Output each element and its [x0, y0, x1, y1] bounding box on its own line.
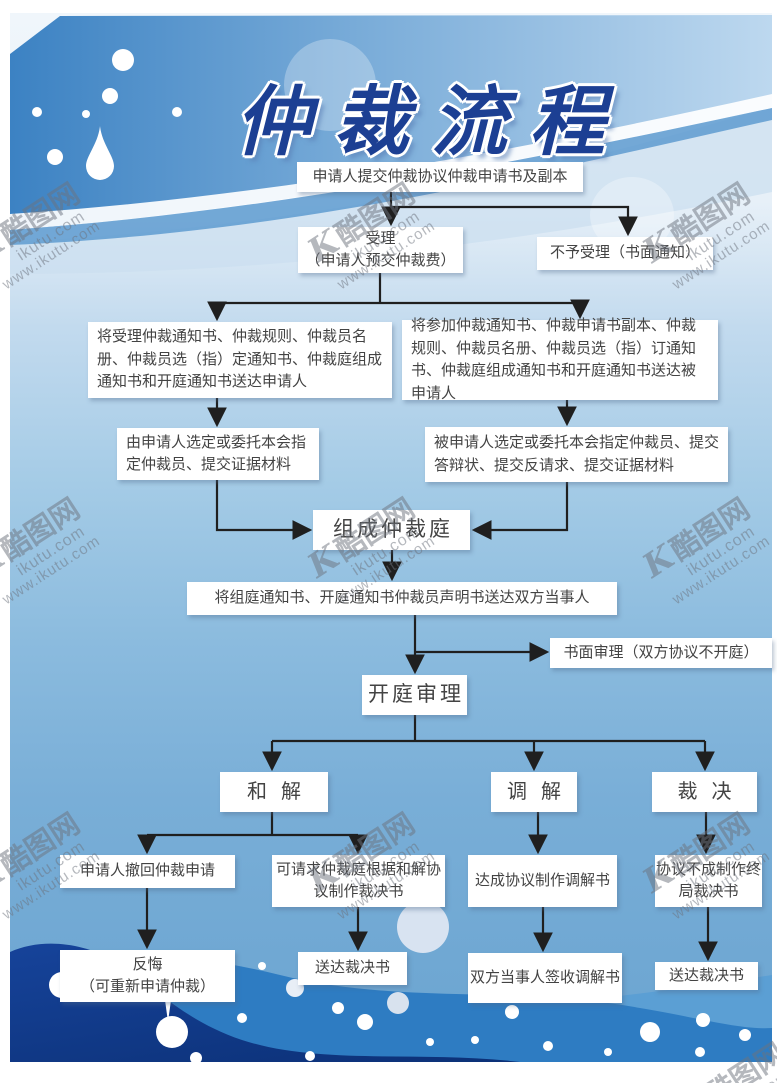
flow-node-mediate: 调解 [491, 772, 577, 812]
flow-node-submit: 申请人提交仲裁协议仲裁申请书及副本 [297, 162, 583, 192]
flow-node-written-review: 书面审理（双方协议不开庭） [550, 638, 772, 668]
flow-node-respondent-select: 被申请人选定或委托本会指定仲裁员、提交答辩状、提交反请求、提交证据材料 [425, 427, 728, 482]
flow-node-withdraw: 申请人撤回仲裁申请 [60, 855, 235, 888]
flow-node-form-tribunal: 组成仲裁庭 [313, 510, 470, 550]
flow-node-deliver-docs: 将组庭通知书、开庭通知书仲裁员声明书送达双方当事人 [187, 582, 617, 615]
flow-node-accept: 受理 （申请人预交仲裁费） [298, 227, 463, 273]
watermark-logo-icon: K [0, 222, 11, 271]
flow-node-ruling: 裁决 [652, 772, 757, 812]
flow-node-regret: 反悔 （可重新申请仲裁） [60, 950, 235, 1002]
flow-node-applicant-select: 由申请人选定或委托本会指定仲裁员、提交证据材料 [117, 428, 319, 480]
flow-node-deliver-award-2: 送达裁决书 [655, 962, 758, 990]
flow-node-deliver-award-1: 送达裁决书 [298, 952, 407, 985]
flow-node-sign-mediation: 双方当事人签收调解书 [468, 953, 622, 1003]
flow-node-notify-respondent: 将参加仲裁通知书、仲裁申请书副本、仲裁规则、仲裁员名册、仲裁员选（指）订通知书、… [402, 317, 718, 402]
watermark-logo-icon: K [0, 852, 11, 901]
poster-title: 仲裁流程 [235, 77, 627, 166]
flow-node-mediation-doc: 达成协议制作调解书 [468, 855, 617, 907]
flow-node-no-agreement: 协议不成制作终局裁决书 [655, 855, 762, 907]
watermark-logo-icon: K [0, 537, 11, 586]
flow-node-hearing: 开庭审理 [362, 675, 467, 715]
flow-node-reject: 不予受理（书面通知） [537, 237, 713, 270]
flow-node-request-award: 可请求仲裁庭根据和解协议制作裁决书 [272, 855, 445, 907]
flow-node-reconcile: 和解 [220, 772, 328, 812]
flow-node-notify-applicant: 将受理仲裁通知书、仲裁规则、仲裁员名册、仲裁员选（指）定通知书、仲裁庭组成通知书… [88, 322, 392, 398]
